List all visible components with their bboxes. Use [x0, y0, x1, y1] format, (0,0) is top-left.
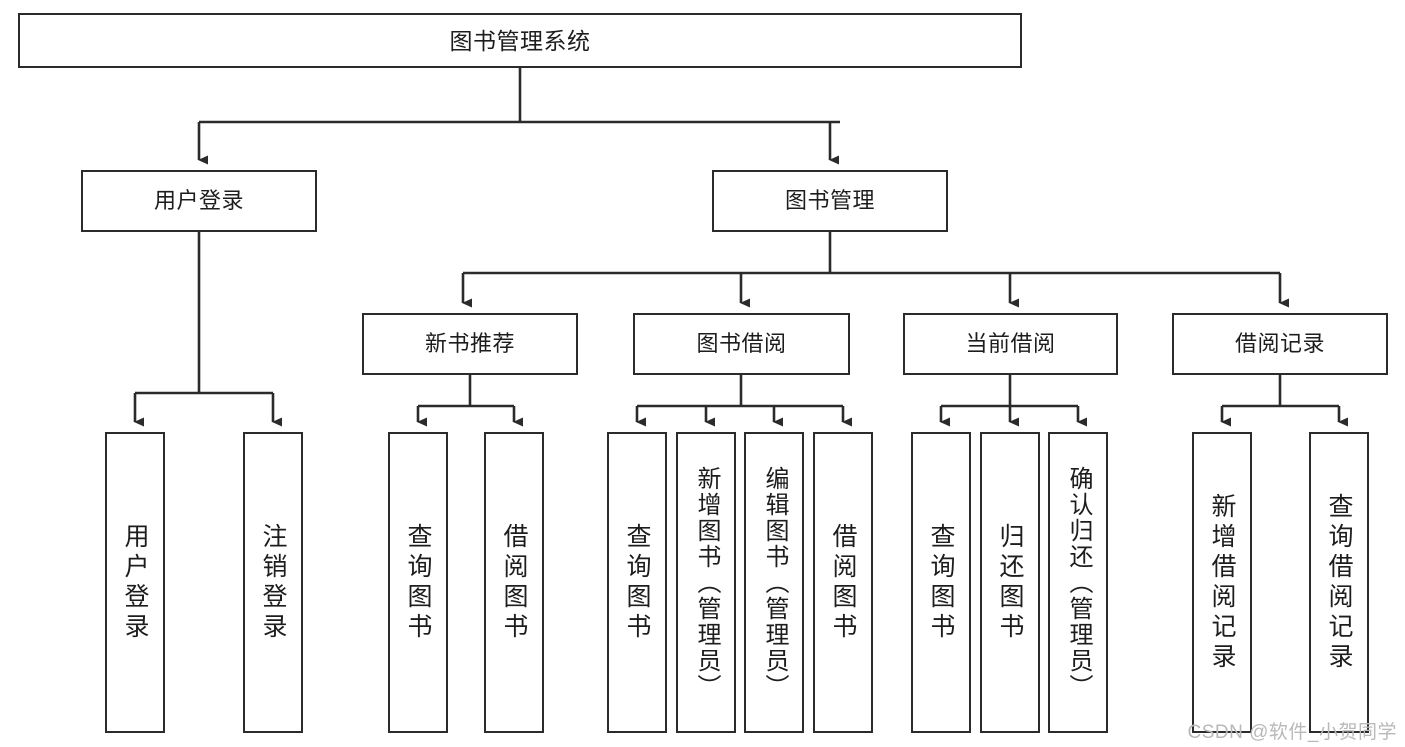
leaf-borrow-books-recommendation[interactable]: 借阅图书 [484, 432, 544, 733]
leaf-query-books-borrowing[interactable]: 查询图书 [607, 432, 667, 733]
node-label: 图书管理系统 [449, 27, 591, 54]
leaf-user-login[interactable]: 用户登录 [105, 432, 165, 733]
node-label: 查询图书 [404, 522, 432, 643]
node-label: 新增图书（管理员） [693, 465, 720, 700]
node-label: 新书推荐 [424, 331, 515, 356]
node-label: 图书借阅 [696, 331, 787, 356]
node-label: 归还图书 [996, 522, 1024, 643]
leaf-query-books-current[interactable]: 查询图书 [911, 432, 971, 733]
node-label: 借阅图书 [829, 522, 857, 643]
node-label: 借阅图书 [500, 522, 528, 643]
node-label: 新增借阅记录 [1208, 492, 1236, 673]
node-label: 当前借阅 [965, 331, 1056, 356]
node-label: 用户登录 [153, 188, 244, 213]
node-book-borrowing[interactable]: 图书借阅 [633, 313, 850, 375]
node-label: 查询图书 [927, 522, 955, 643]
node-root-book-management-system[interactable]: 图书管理系统 [18, 13, 1022, 68]
node-new-book-recommendation[interactable]: 新书推荐 [362, 313, 578, 375]
leaf-add-borrow-record[interactable]: 新增借阅记录 [1192, 432, 1252, 733]
node-label: 注销登录 [259, 522, 287, 643]
node-label: 查询图书 [623, 522, 651, 643]
leaf-edit-book-admin[interactable]: 编辑图书（管理员） [744, 432, 804, 733]
leaf-logout[interactable]: 注销登录 [243, 432, 303, 733]
node-current-borrowing[interactable]: 当前借阅 [903, 313, 1118, 375]
node-label: 图书管理 [784, 188, 875, 213]
node-label: 查询借阅记录 [1325, 492, 1353, 673]
leaf-return-books[interactable]: 归还图书 [980, 432, 1040, 733]
leaf-add-book-admin[interactable]: 新增图书（管理员） [676, 432, 736, 733]
node-user-login[interactable]: 用户登录 [81, 170, 317, 232]
node-label: 用户登录 [121, 522, 149, 643]
leaf-query-borrow-record[interactable]: 查询借阅记录 [1309, 432, 1369, 733]
leaf-confirm-return-admin[interactable]: 确认归还（管理员） [1048, 432, 1108, 733]
node-label: 确认归还（管理员） [1065, 465, 1092, 700]
leaf-query-books-recommendation[interactable]: 查询图书 [388, 432, 448, 733]
node-label: 编辑图书（管理员） [761, 465, 788, 700]
node-book-management[interactable]: 图书管理 [712, 170, 948, 232]
node-borrow-records[interactable]: 借阅记录 [1172, 313, 1388, 375]
leaf-borrow-books[interactable]: 借阅图书 [813, 432, 873, 733]
node-label: 借阅记录 [1234, 331, 1325, 356]
